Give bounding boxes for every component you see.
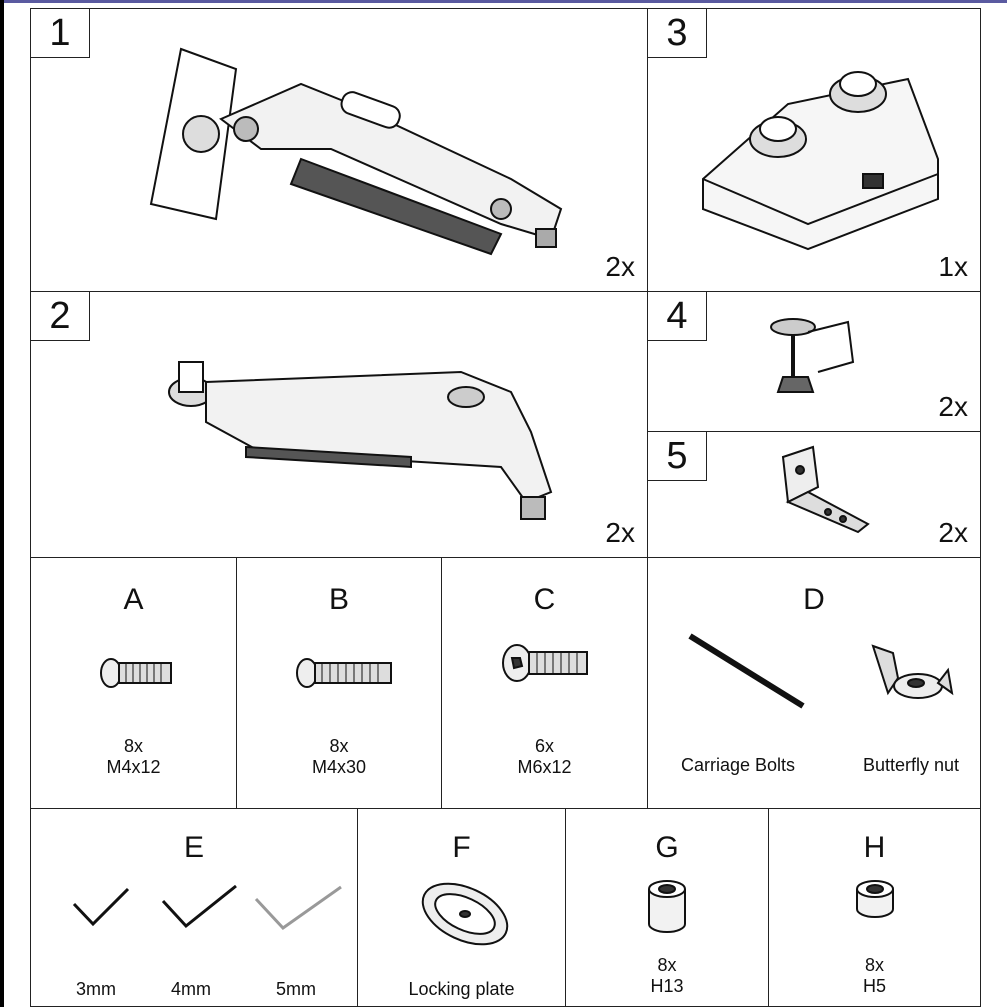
hardware-a-cell: A 8x M4x12 [30, 557, 237, 809]
hardware-letter: G [655, 831, 679, 864]
allen-key-size: 4mm [171, 979, 211, 999]
pole-arm-icon [168, 361, 553, 520]
part-1-cell: 1 2x [30, 8, 648, 292]
hardware-g-cell: G 8x H13 [565, 808, 769, 1007]
hardware-letter: C [533, 583, 556, 616]
hardware-qty: 8x [657, 955, 677, 975]
screw-icon [502, 644, 588, 682]
left-edge-bar [0, 0, 4, 1007]
hardware-letter: D [803, 583, 825, 616]
spacer-icon [648, 880, 686, 933]
allen-key-size: 3mm [76, 979, 116, 999]
spacer-icon [856, 880, 894, 918]
bracket-icon [781, 445, 870, 534]
part-quantity: 2x [938, 391, 968, 422]
part-4-cell: 4 2x [647, 291, 981, 432]
part-quantity: 2x [938, 517, 968, 548]
hardware-letter: E [183, 831, 204, 864]
hardware-letter: A [123, 583, 144, 616]
part-number: 5 [647, 431, 707, 481]
hardware-h-cell: H 8x H5 [768, 808, 981, 1007]
part-quantity: 2x [605, 517, 635, 548]
part-number: 1 [30, 8, 90, 58]
hardware-size: M4x30 [311, 757, 367, 777]
locking-plate-icon [421, 882, 509, 946]
wing-nut-icon [871, 644, 954, 699]
hardware-size: M4x12 [106, 757, 161, 777]
part-quantity: 1x [938, 251, 968, 282]
base-icon [702, 71, 939, 251]
part-number: 3 [647, 8, 707, 58]
part-number: 2 [30, 291, 90, 341]
hardware-letter: B [328, 583, 349, 616]
carriage-bolts-label: Carriage Bolts [680, 755, 796, 775]
allen-key-icon [72, 884, 342, 930]
part-5-cell: 5 2x [647, 431, 981, 558]
carriage-bolt-icon [688, 633, 805, 709]
hardware-e-cell: E 3mm 4mm 5mm [30, 808, 358, 1007]
part-3-cell: 3 1x [647, 8, 981, 292]
hardware-qty: 8x [123, 736, 143, 756]
hardware-letter: H [863, 831, 886, 864]
butterfly-nut-label: Butterfly nut [862, 755, 960, 775]
hardware-letter: F [452, 831, 471, 864]
hardware-f-cell: F Locking plate [357, 808, 566, 1007]
hardware-qty: 8x [864, 955, 884, 975]
hardware-d-cell: D Carriage Bolts Butterfly nut [647, 557, 981, 809]
screw-icon [296, 658, 392, 688]
hardware-b-cell: B 8x M4x30 [236, 557, 442, 809]
top-border [0, 0, 1007, 3]
hardware-qty: 6x [534, 736, 554, 756]
hardware-qty: 8x [329, 736, 349, 756]
hardware-size: H5 [862, 976, 886, 996]
allen-key-size: 5mm [276, 979, 316, 999]
monitor-arm-icon [149, 47, 563, 256]
part-2-cell: 2 2x [30, 291, 648, 558]
screw-icon [100, 658, 172, 688]
hardware-size: H13 [650, 976, 684, 996]
part-number: 4 [647, 291, 707, 341]
hardware-size: M6x12 [517, 757, 572, 777]
locking-plate-label: Locking plate [408, 979, 515, 999]
hardware-c-cell: C 6x M6x12 [441, 557, 648, 809]
clamp-icon [770, 318, 855, 393]
part-quantity: 2x [605, 251, 635, 282]
